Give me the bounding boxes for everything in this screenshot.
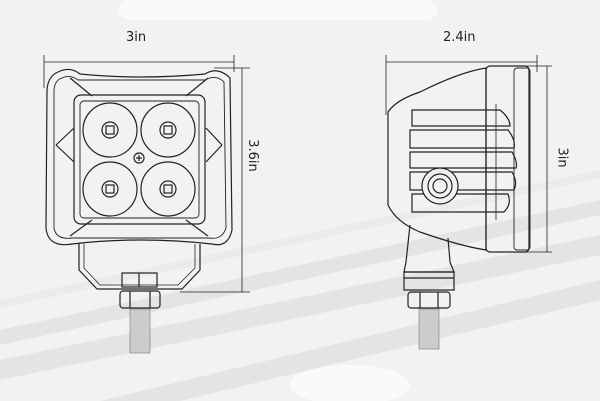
side-depth-label: 2.4in [443, 30, 476, 45]
front-width-label: 3in [126, 30, 147, 45]
led-cups [82, 102, 196, 217]
front-view [43, 55, 250, 354]
side-view [385, 55, 552, 350]
front-height-label: 3.6in [244, 139, 260, 172]
bolt-thread [129, 308, 151, 354]
heat-sink-fins [409, 104, 518, 220]
mount-bracket [78, 244, 201, 309]
adjust-bolt [421, 167, 459, 205]
side-height-label: 3in [554, 147, 570, 168]
side-bolt-thread [418, 308, 440, 350]
